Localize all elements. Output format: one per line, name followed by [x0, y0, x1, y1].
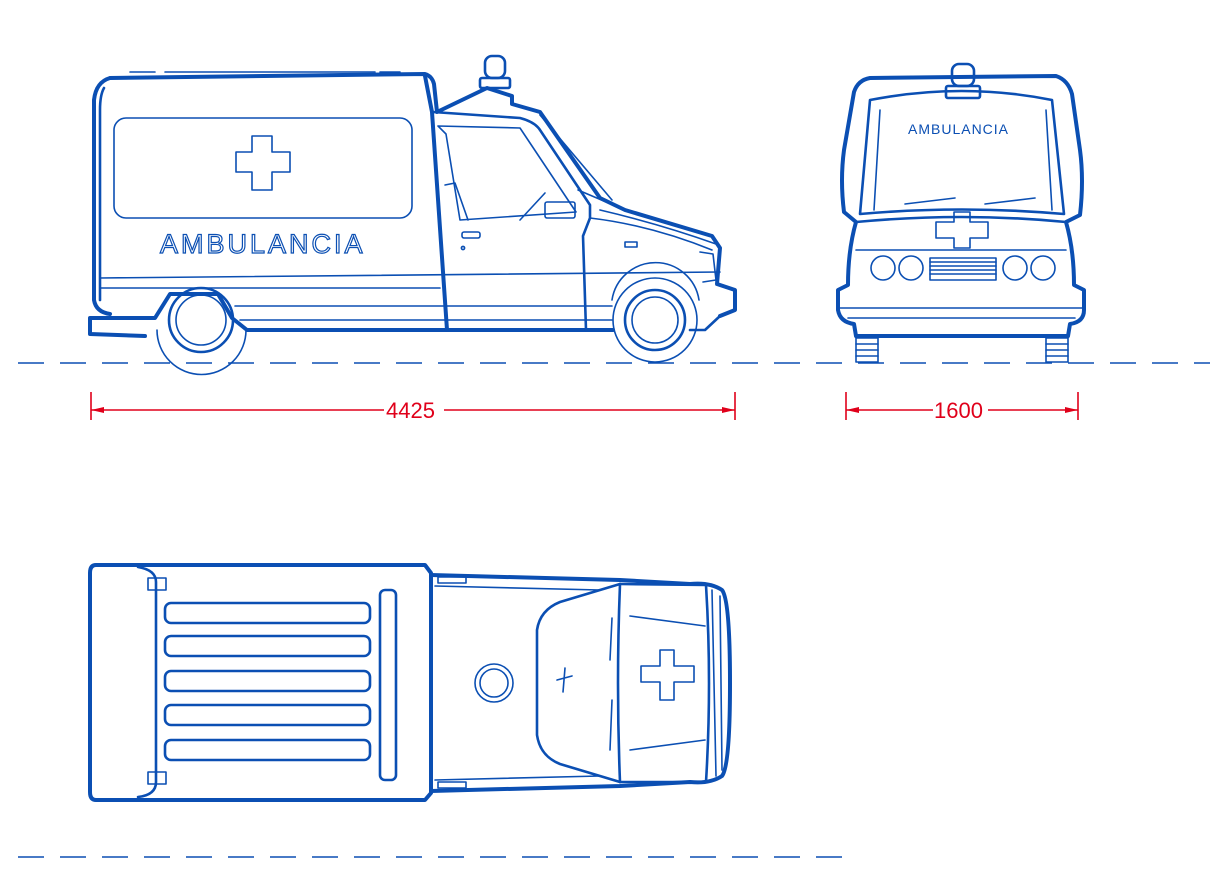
front-right-tyre	[1045, 337, 1069, 363]
side-front-wheel	[611, 261, 700, 363]
front-body-outline	[836, 74, 1086, 338]
dimension-length: 4425	[90, 392, 736, 423]
front-beacon	[944, 62, 982, 100]
top-cross	[640, 649, 695, 701]
front-grille	[929, 257, 997, 281]
front-cross	[935, 211, 989, 249]
top-rear-box	[88, 563, 433, 802]
front-left-tyre	[855, 337, 879, 363]
front-view: AMBULANCIA	[836, 62, 1086, 363]
dimension-width: 1600	[845, 392, 1079, 423]
top-view	[88, 563, 732, 802]
side-rear-wheel	[156, 286, 247, 376]
side-view: AMBULANCIA	[88, 54, 737, 376]
side-label: AMBULANCIA	[160, 229, 366, 259]
width-value: 1600	[934, 398, 983, 423]
top-roof-ribs	[163, 601, 372, 762]
side-beacon	[478, 54, 512, 90]
top-cab-outline	[429, 573, 732, 793]
length-value: 4425	[386, 398, 435, 423]
side-window	[113, 117, 413, 219]
front-label: AMBULANCIA	[908, 121, 1009, 137]
top-beacon	[474, 663, 514, 703]
side-cross	[235, 135, 291, 191]
